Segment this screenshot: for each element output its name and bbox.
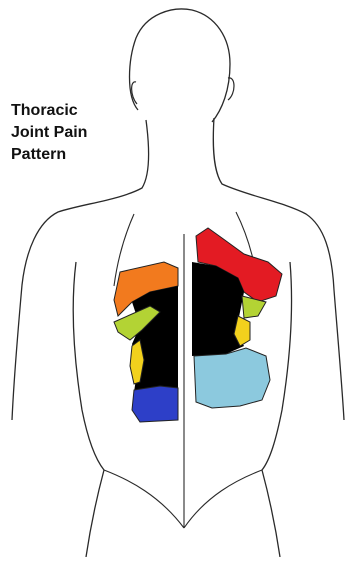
right-torso-side <box>262 262 292 557</box>
title-line-1: Thoracic <box>11 100 87 122</box>
head-outline <box>130 9 231 122</box>
left-torso-side <box>73 262 104 557</box>
left-lower-back-curve <box>104 470 184 528</box>
pain-zone-blue <box>132 386 178 422</box>
diagram-title: Thoracic Joint Pain Pattern <box>11 100 87 166</box>
title-line-2: Joint Pain <box>11 122 87 144</box>
right-lower-back-curve <box>184 470 262 528</box>
title-line-3: Pattern <box>11 144 87 166</box>
pain-zone-light-blue <box>194 348 270 408</box>
